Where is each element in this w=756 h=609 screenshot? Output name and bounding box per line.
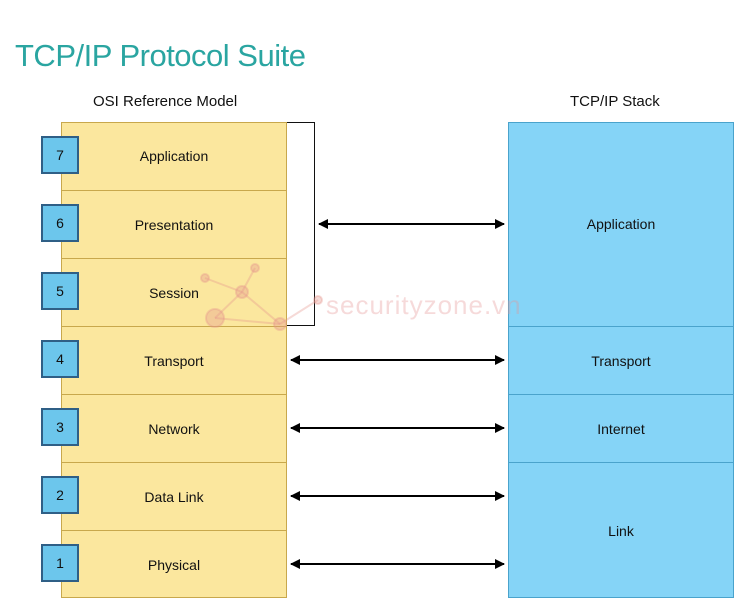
tcp-layer-application: Application [586,216,656,232]
tcp-layer-transport: Transport [508,326,734,394]
page-title: TCP/IP Protocol Suite [15,38,306,73]
layer-number-1: 1 [41,544,79,582]
osi-model-header: OSI Reference Model [93,93,238,110]
osi-layer-session: Session [61,258,287,326]
tcp-stack-header: TCP/IP Stack [570,93,660,110]
tcp-stack-column [508,122,734,598]
upper-layers-bracket [287,122,315,326]
osi-model-column [61,122,287,598]
osi-layer-presentation: Presentation [61,190,287,258]
layer-number-3: 3 [41,408,79,446]
tcp-layer-link: Link [508,462,734,598]
tcp-layer-internet: Internet [508,394,734,462]
layer-number-5: 5 [41,272,79,310]
osi-layer-data-link: Data Link [61,462,287,530]
osi-layer-network: Network [61,394,287,462]
osi-layer-physical: Physical [61,530,287,598]
osi-layer-transport: Transport [61,326,287,394]
layer-number-2: 2 [41,476,79,514]
layer-number-6: 6 [41,204,79,242]
watermark-text: securityzone.vn [326,290,522,320]
osi-layer-application: Application [139,148,209,164]
layer-number-7: 7 [41,136,79,174]
layer-number-4: 4 [41,340,79,378]
